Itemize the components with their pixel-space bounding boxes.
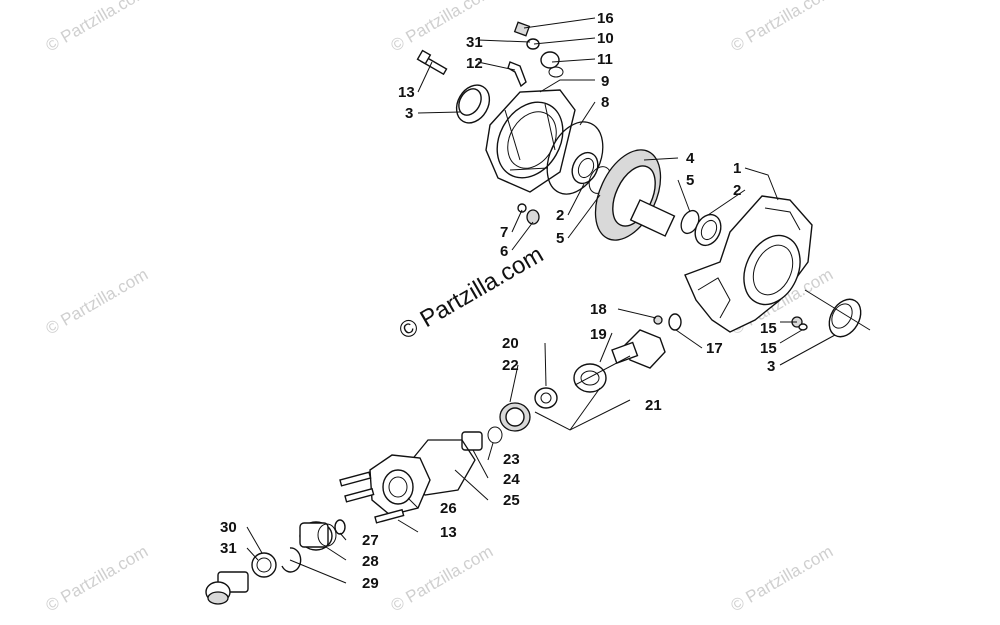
callout-label: 23 xyxy=(503,451,520,468)
callout-label: 15 xyxy=(760,320,777,337)
callout-label: 21 xyxy=(645,397,662,414)
bolt-part xyxy=(416,49,448,76)
watermark: © Partzilla.com xyxy=(728,0,837,55)
bolt-part xyxy=(374,508,405,524)
callout-labels: 16 31 10 12 11 9 13 8 3 4 1 5 2 2 7 5 6 … xyxy=(220,10,777,592)
axis-line xyxy=(804,289,871,331)
breather-tube xyxy=(507,61,527,88)
callout-label: 24 xyxy=(503,471,520,488)
lower-assembly xyxy=(205,439,476,605)
watermark: © Partzilla.com xyxy=(43,265,152,339)
callout-label: 30 xyxy=(220,519,237,536)
plug-part xyxy=(513,21,531,37)
callout-label: 31 xyxy=(220,540,237,557)
callout-label: 31 xyxy=(466,34,483,51)
callout-label: 18 xyxy=(590,301,607,318)
watermark: © Partzilla.com xyxy=(43,0,152,55)
callout-label: 13 xyxy=(440,524,457,541)
bearing-part xyxy=(694,213,722,247)
callout-label: 22 xyxy=(502,357,519,374)
leader-lines xyxy=(246,17,836,584)
center-watermark: © Partzilla.com xyxy=(395,241,549,345)
callout-label: 15 xyxy=(760,340,777,357)
washer-part xyxy=(798,323,808,331)
callout-label: 7 xyxy=(500,224,508,241)
callout-label: 26 xyxy=(440,500,457,517)
callout-label: 29 xyxy=(362,575,379,592)
callout-label: 10 xyxy=(597,30,614,47)
callout-label: 9 xyxy=(601,73,609,90)
plug-part xyxy=(540,51,560,69)
callout-label: 1 xyxy=(733,160,741,177)
seal-part xyxy=(251,552,277,578)
axis-line xyxy=(574,355,631,386)
callout-label: 25 xyxy=(503,492,520,509)
callout-label: 11 xyxy=(597,51,613,68)
callout-label: 17 xyxy=(706,340,723,357)
callout-label: 8 xyxy=(601,94,609,111)
o-ring-part xyxy=(548,66,564,78)
pinion-assembly xyxy=(461,313,682,451)
washer-part xyxy=(517,203,527,213)
callout-label: 13 xyxy=(398,84,415,101)
watermark: © Partzilla.com xyxy=(388,542,497,616)
watermark: © Partzilla.com xyxy=(728,542,837,616)
callout-label: 2 xyxy=(733,182,741,199)
callout-label: 12 xyxy=(466,55,483,72)
clip-part xyxy=(334,519,346,535)
main-housing-part xyxy=(684,195,813,333)
seal-part xyxy=(455,84,491,124)
ring-gear-part xyxy=(594,149,676,241)
callout-label: 28 xyxy=(362,553,379,570)
callout-label: 19 xyxy=(590,326,607,343)
clip-part xyxy=(281,547,302,573)
callout-label: 20 xyxy=(502,335,519,352)
callout-label: 3 xyxy=(405,105,413,122)
output-shaft-part xyxy=(205,571,249,605)
callout-label: 6 xyxy=(500,243,508,260)
seal-part xyxy=(828,298,862,338)
seal-part xyxy=(526,209,540,225)
watermark: © Partzilla.com xyxy=(43,542,152,616)
callout-label: 16 xyxy=(597,10,614,27)
cover-housing-part xyxy=(485,89,576,193)
bolt-part xyxy=(344,487,375,503)
callout-label: 27 xyxy=(362,532,379,549)
callout-label: 4 xyxy=(686,150,695,167)
callout-label: 2 xyxy=(556,207,564,224)
callout-label: 5 xyxy=(556,230,564,247)
bolt-part xyxy=(339,471,372,487)
callout-label: 3 xyxy=(767,358,775,375)
callout-label: 5 xyxy=(686,172,694,189)
top-assembly xyxy=(416,21,722,247)
